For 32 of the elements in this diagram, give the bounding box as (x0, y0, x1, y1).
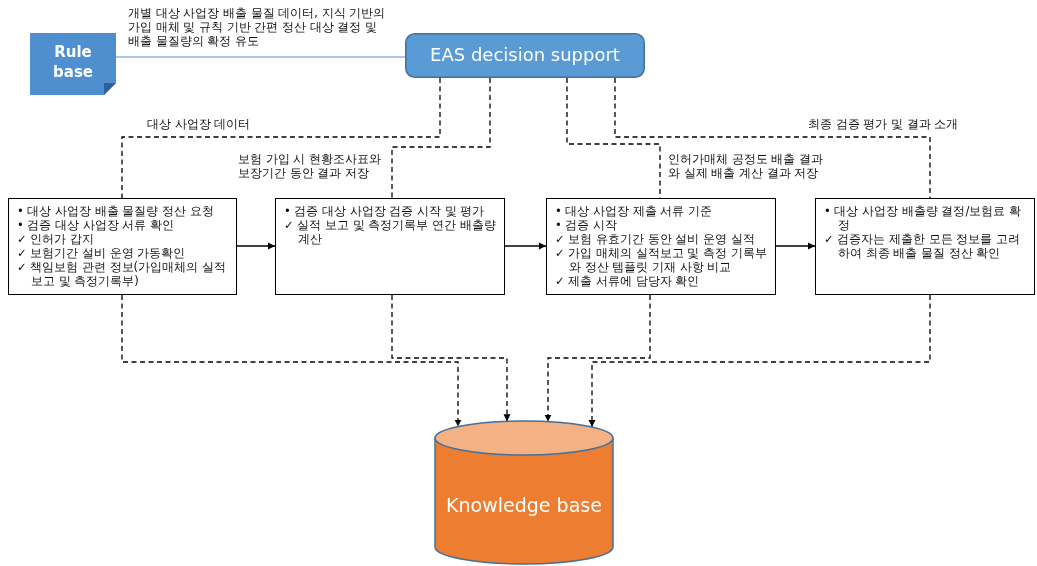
list-item: • 검증 시작 (555, 218, 619, 232)
list-item: • 검증 대상 사업장 검증 시작 및 평가 (284, 204, 486, 218)
arrow (775, 242, 816, 250)
node-label: Rule base (53, 43, 93, 81)
list-item: ✓ 검증자는 제출한 모든 정보를 고려하여 최종 배출 물질 정산 확인 (824, 232, 1021, 260)
node-label: EAS decision support (430, 44, 620, 65)
process-box (815, 198, 1035, 295)
list-item: ✓ 제출 서류에 담당자 확인 (555, 274, 701, 288)
list-item: ✓ 인허가 갑지 (17, 232, 95, 246)
arrow (236, 242, 276, 250)
list-item: • 대상 사업장 배출 물질량 정산 요청 (17, 204, 215, 218)
list-item: ✓ 실적 보고 및 측정기록부 연간 배출량 계산 (284, 218, 497, 246)
arrow (544, 294, 651, 423)
list-item: ✓ 보험기간 설비 운영 가동확인 (17, 246, 187, 260)
connector-line (115, 56, 406, 58)
arrow (121, 294, 462, 428)
list-item: • 대상 사업장 제출 서류 기준 (555, 204, 714, 218)
list-item: • 대상 사업장 배출량 결정/보험료 확정 (824, 204, 1022, 232)
arrow (504, 242, 547, 250)
process-box (546, 198, 776, 295)
connector-line (614, 77, 931, 199)
arrow (391, 294, 511, 422)
list-item: ✓ 가입 매체의 실적보고 및 측정 기록부 와 정산 템플릿 기재 사항 비교 (555, 246, 768, 274)
node-label: Knowledge base (446, 494, 602, 516)
list-item: • 검증 대상 사업장 서류 확인 (17, 218, 176, 232)
process-box (275, 198, 505, 295)
list-item: ✓ 책임보험 관련 정보(가입매체의 실적 보고 및 측정기록부) (17, 260, 227, 288)
process-box (8, 198, 237, 295)
connector-line (121, 77, 441, 199)
connector-line (391, 77, 491, 199)
list-item: ✓ 보험 유효기간 동안 설비 운영 실적 (555, 232, 756, 246)
arrow (588, 294, 931, 428)
